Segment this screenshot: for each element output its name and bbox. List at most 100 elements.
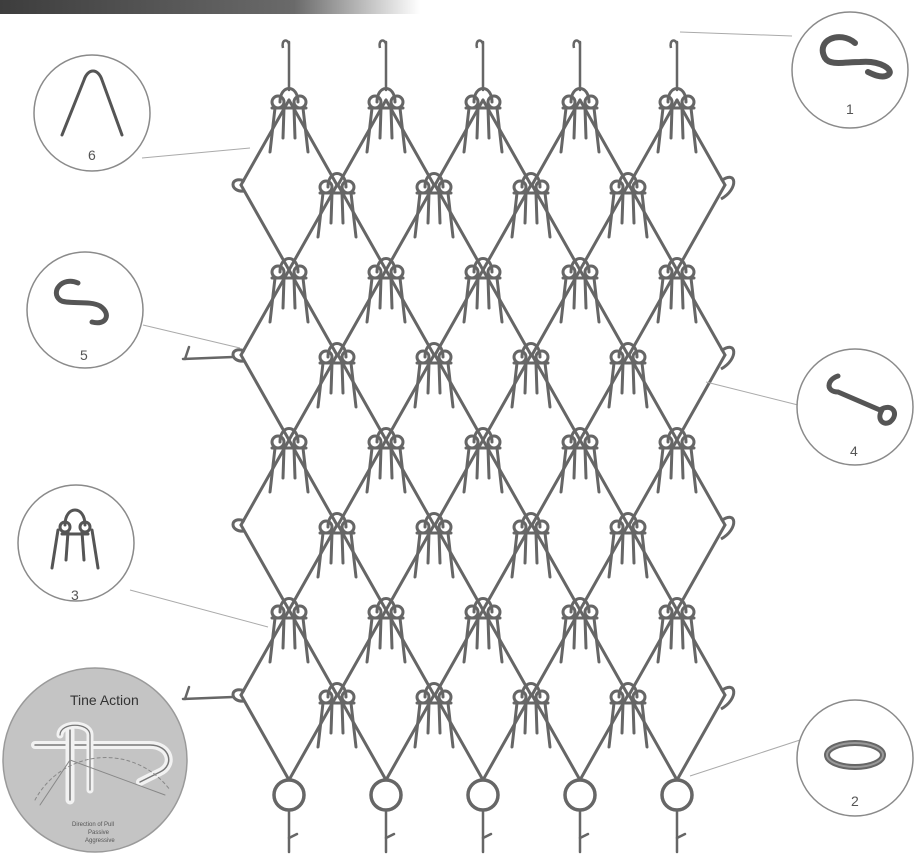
mesh-link: [384, 353, 436, 442]
mesh-link: [530, 693, 582, 782]
drawbar-hook: [181, 355, 235, 361]
mesh-link: [433, 183, 485, 272]
mesh-link: [481, 608, 533, 697]
mesh-link: [578, 183, 630, 272]
mesh-link: [239, 693, 291, 782]
bottom-hook: [578, 832, 590, 840]
mesh-link: [336, 438, 388, 527]
mesh-link: [384, 183, 436, 272]
spring-tine: [559, 427, 601, 494]
inset-note-direction: Direction of Pull: [72, 822, 114, 828]
side-hook: [231, 348, 246, 363]
mesh-link: [530, 268, 582, 357]
inset-note-aggressive: Aggressive: [85, 838, 115, 844]
side-hook: [720, 515, 736, 541]
end-hook-icon: [826, 373, 897, 426]
mesh-link: [384, 438, 436, 527]
mesh-link: [530, 98, 582, 187]
mesh-link: [384, 268, 436, 357]
mesh-link: [433, 353, 485, 442]
spring-tine: [365, 597, 407, 664]
callout-4: 4: [796, 348, 914, 466]
spring-tine: [462, 597, 504, 664]
mesh-link: [287, 693, 339, 782]
tine-action-inset: Tine Action Direction of Pull Passive Ag…: [2, 667, 188, 853]
leader-line: [705, 381, 799, 406]
spring-tine: [316, 512, 358, 579]
mesh-link: [627, 98, 679, 187]
side-hook: [231, 688, 246, 703]
mesh-link: [433, 693, 485, 782]
inset-title: Tine Action: [70, 692, 139, 708]
tine-action-illustration: [31, 721, 173, 806]
bottom-hook: [287, 832, 299, 840]
callout-label-6: 6: [88, 147, 96, 163]
mesh-link: [336, 98, 388, 187]
callout-label-2: 2: [851, 793, 859, 809]
mesh-link: [384, 98, 436, 187]
mesh-link: [239, 183, 291, 272]
mesh-link: [530, 523, 582, 612]
mesh-link: [287, 353, 339, 442]
spring-tine: [316, 342, 358, 409]
spring-tine: [268, 597, 310, 664]
mesh-link: [287, 98, 339, 187]
spring-tine: [268, 87, 310, 154]
spring-tine: [365, 87, 407, 154]
callout-label-5: 5: [80, 347, 88, 363]
callout-label-4: 4: [850, 443, 858, 459]
spring-tine: [656, 427, 698, 494]
side-hook: [720, 685, 736, 711]
callout-2: 2: [796, 699, 914, 817]
mesh-link: [433, 268, 485, 357]
callout-leaders: [129, 31, 801, 777]
mesh-link: [481, 353, 533, 442]
spring-tine: [510, 342, 552, 409]
side-hook: [231, 178, 246, 193]
spring-tine: [607, 512, 649, 579]
mesh-link: [433, 608, 485, 697]
mesh-link: [384, 608, 436, 697]
spring-tine: [559, 257, 601, 324]
mesh-link: [530, 353, 582, 442]
mesh-link: [287, 438, 339, 527]
mesh-link: [336, 693, 388, 782]
spring-tine: [462, 427, 504, 494]
spring-tine: [559, 87, 601, 154]
mesh-link: [336, 353, 388, 442]
mesh-link: [336, 268, 388, 357]
spring-tine: [413, 342, 455, 409]
bottom-hook: [481, 832, 493, 840]
drawbar-hook: [183, 345, 191, 361]
top-hook: [475, 39, 485, 49]
mesh-link: [239, 608, 291, 697]
top-hook: [281, 39, 291, 49]
mesh-link: [578, 438, 630, 527]
mesh-link: [287, 183, 339, 272]
s-hook-icon: [53, 278, 109, 326]
spring-tine: [413, 682, 455, 749]
spring-tine: [510, 512, 552, 579]
mesh-link: [627, 523, 679, 612]
callout-5: 5: [26, 251, 144, 369]
top-hook: [669, 39, 679, 49]
spring-tine: [268, 257, 310, 324]
harrow-mesh: [181, 39, 736, 854]
mesh-link: [627, 183, 679, 272]
mesh-link: [675, 608, 727, 697]
leader-line: [142, 324, 241, 349]
mesh-link: [481, 98, 533, 187]
spring-tine-icon: [50, 508, 100, 570]
spring-tine: [316, 172, 358, 239]
mesh-link: [627, 693, 679, 782]
mesh-link: [384, 693, 436, 782]
top-edge-bar: [0, 0, 420, 14]
leader-line: [679, 31, 793, 37]
mesh-link: [481, 523, 533, 612]
side-hook: [720, 345, 736, 371]
side-hook: [720, 175, 736, 201]
spring-tine: [365, 427, 407, 494]
mesh-link: [433, 438, 485, 527]
mesh-link: [578, 268, 630, 357]
mesh-link: [481, 268, 533, 357]
